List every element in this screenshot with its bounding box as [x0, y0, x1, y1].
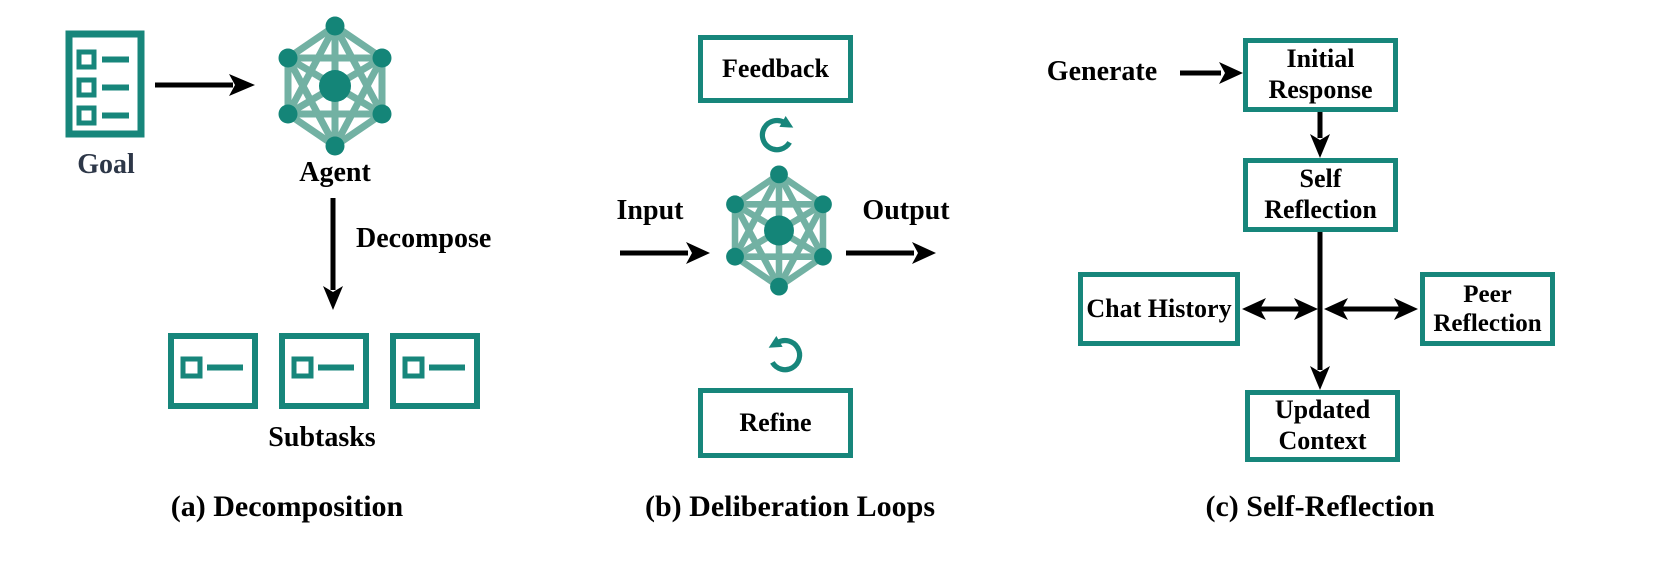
caption-c: (c) Self-Reflection — [1205, 490, 1435, 523]
refine-box: Refine — [698, 388, 853, 458]
peer-double-arrow — [1324, 298, 1418, 320]
peer-reflection-box: Peer Reflection — [1420, 272, 1555, 346]
task-card-icon — [168, 333, 258, 409]
goal-to-agent-arrow — [155, 74, 255, 96]
panel-decomposition: Goal Agent Decompose Subtasks (a) — [0, 0, 540, 576]
input-label: Input — [616, 195, 684, 226]
caption-a: (a) Decomposition — [170, 490, 404, 523]
generate-arrow — [1180, 62, 1243, 84]
feedback-box: Feedback — [698, 35, 853, 103]
output-label: Output — [862, 195, 950, 226]
initial-response-label: Initial Response — [1268, 44, 1373, 104]
counterclockwise-loop-icon — [768, 336, 803, 373]
initial-response-box: Initial Response — [1243, 38, 1398, 112]
decompose-arrow — [323, 198, 343, 310]
caption-b: (b) Deliberation Loops — [644, 490, 935, 523]
checklist-icon — [65, 30, 145, 138]
refine-label: Refine — [739, 407, 812, 437]
input-arrow — [620, 242, 710, 264]
subtasks-label: Subtasks — [268, 422, 376, 453]
agent-label: Agent — [299, 157, 371, 188]
goal-label: Goal — [77, 149, 135, 180]
updated-context-label: Updated Context — [1274, 395, 1371, 455]
decompose-label: Decompose — [356, 223, 492, 254]
chat-history-label: Chat History — [1086, 293, 1232, 323]
task-card-icon — [390, 333, 480, 409]
chat-history-box: Chat History — [1078, 272, 1240, 346]
peer-reflection-label: Peer Reflection — [1433, 280, 1542, 338]
panel-self-reflection: Generate Initial Response Self Reflectio… — [1020, 0, 1661, 576]
output-arrow — [846, 242, 936, 264]
self-reflection-box: Self Reflection — [1243, 158, 1398, 232]
agent-network-icon — [272, 16, 398, 156]
initial-to-self-arrow — [1310, 112, 1330, 158]
agent-network-icon — [721, 165, 837, 296]
task-card-icon — [279, 333, 369, 409]
self-to-updated-arrow — [1310, 232, 1330, 390]
self-reflection-label: Self Reflection — [1264, 164, 1377, 224]
feedback-label: Feedback — [722, 53, 829, 83]
chat-double-arrow — [1242, 298, 1318, 320]
panel-deliberation-loops: Feedback Input Output Refine (b) Deliber… — [540, 0, 1020, 576]
updated-context-box: Updated Context — [1245, 390, 1400, 462]
clockwise-loop-icon — [759, 116, 794, 153]
generate-label: Generate — [1046, 56, 1158, 87]
